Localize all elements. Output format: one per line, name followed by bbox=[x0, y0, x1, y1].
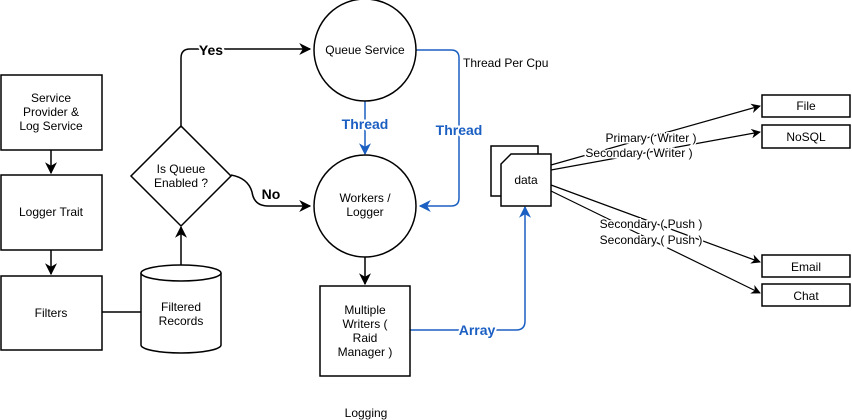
label-secondary-push-1: Secondary ( Push ) bbox=[600, 217, 703, 231]
svg-text:Logger Trait: Logger Trait bbox=[19, 205, 84, 219]
edge-decision-no bbox=[230, 174, 312, 212]
label-thread-side: Thread bbox=[436, 122, 483, 138]
data-node: data bbox=[490, 145, 552, 207]
workers-logger-node: Workers /Logger bbox=[313, 154, 417, 258]
edge-data-to-chat bbox=[550, 190, 761, 294]
edge-decision-yes bbox=[180, 43, 312, 126]
edge-data-to-nosql-a bbox=[550, 128, 761, 171]
queue-service-node: Queue Service bbox=[313, 0, 417, 102]
edge-data-to-file-a bbox=[550, 103, 761, 166]
svg-text:Filters: Filters bbox=[35, 306, 68, 320]
label-thread-per-cpu: Thread Per Cpu bbox=[463, 56, 548, 70]
label-no: No bbox=[262, 186, 281, 202]
chat-node: Chat bbox=[761, 283, 851, 307]
label-secondary-writer: Secondary ( Writer ) bbox=[585, 146, 692, 160]
svg-text:NoSQL: NoSQL bbox=[786, 130, 826, 144]
logger-trait-node: Logger Trait bbox=[0, 174, 103, 251]
nosql-node: NoSQL bbox=[761, 124, 851, 149]
edge-writers-to-data bbox=[410, 205, 531, 331]
label-yes: Yes bbox=[199, 42, 223, 58]
label-array: Array bbox=[459, 322, 496, 338]
filters-node: Filters bbox=[0, 275, 103, 351]
edge-queue-thread-loop bbox=[416, 49, 460, 212]
edge-data-to-file-b bbox=[550, 184, 761, 264]
label-thread-vertical: Thread bbox=[342, 116, 389, 132]
svg-text:File: File bbox=[796, 99, 816, 113]
label-primary-writer: Primary ( Writer ) bbox=[605, 131, 696, 145]
file-node: File bbox=[761, 94, 851, 118]
svg-text:Chat: Chat bbox=[793, 289, 819, 303]
label-secondary-push-2: Secondary ( Push ) bbox=[600, 233, 703, 247]
diagram-caption: Logging bbox=[345, 406, 388, 420]
svg-text:data: data bbox=[514, 173, 538, 187]
svg-text:Queue Service: Queue Service bbox=[325, 43, 405, 57]
svg-text:Workers /Logger: Workers /Logger bbox=[339, 191, 391, 219]
svg-text:Email: Email bbox=[791, 260, 821, 274]
email-node: Email bbox=[761, 254, 851, 278]
